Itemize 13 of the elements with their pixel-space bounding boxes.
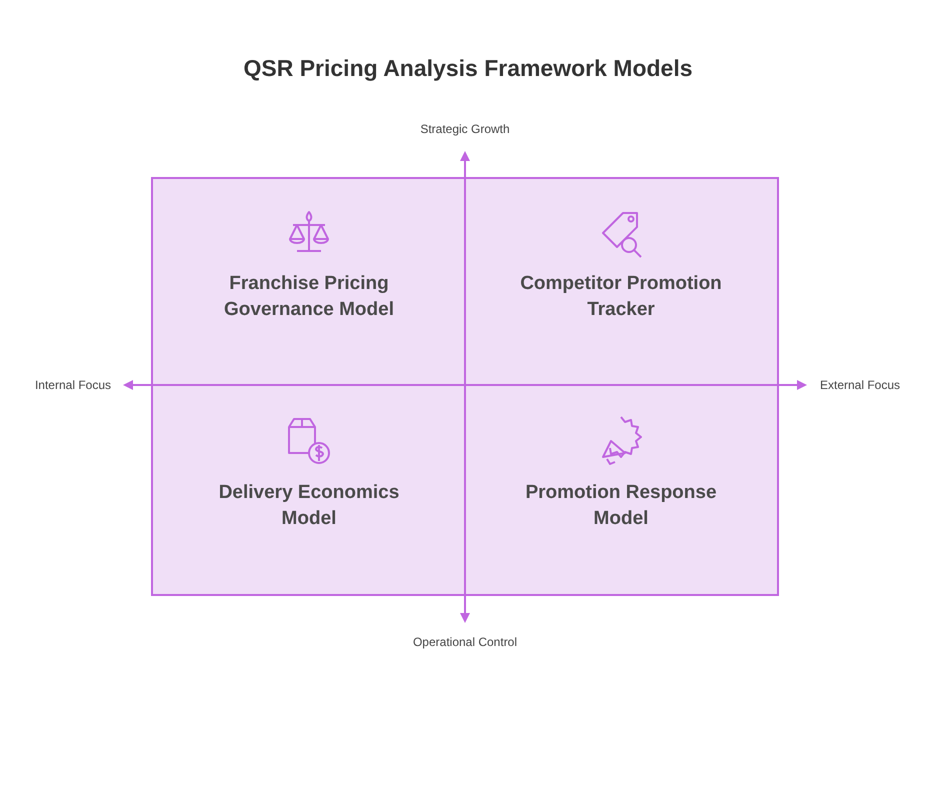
axis-label: External Focus (820, 378, 900, 392)
axis-label: Strategic Growth (419, 122, 511, 136)
quadrant-panel (465, 385, 779, 596)
axis-label: Internal Focus (34, 378, 111, 392)
axis-label: Operational Control (412, 635, 518, 649)
quadrant-title: Delivery Economics Model (218, 481, 400, 531)
quadrant-title: Franchise Pricing Governance Model (223, 272, 395, 322)
quadrant-title: Competitor Promotion Tracker (519, 272, 723, 322)
quadrant-panel (151, 385, 465, 596)
quadrant-panel (151, 177, 465, 385)
quadrant-title: Promotion Response Model (524, 481, 718, 531)
diagram-title: QSR Pricing Analysis Framework Models (242, 55, 694, 82)
quadrant-panel (465, 177, 779, 385)
